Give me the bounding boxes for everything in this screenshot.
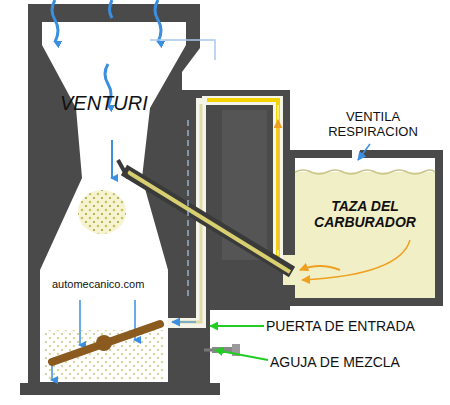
bowl-housing [287,150,443,306]
vent-hole [352,150,360,158]
part-label: AGUJA DE MEZCLA [270,354,446,370]
watermark: automecanico.com [52,278,172,291]
air-arrow [52,0,58,42]
part-label: PUERTA DE ENTRADA [266,318,446,334]
part-label: VENTILA RESPIRACION [318,110,428,140]
main-nozzle [124,170,292,272]
leader-line [358,144,370,160]
leader-line [210,325,264,327]
part-label: TAZA DEL CARBURADOR [300,198,430,230]
venturi-passage [40,22,186,382]
leader-line [215,350,268,360]
fuel-level [295,172,435,298]
fuel-spray [78,190,126,234]
throttle-plate [52,324,160,362]
part-label: VENTURI [60,92,160,115]
